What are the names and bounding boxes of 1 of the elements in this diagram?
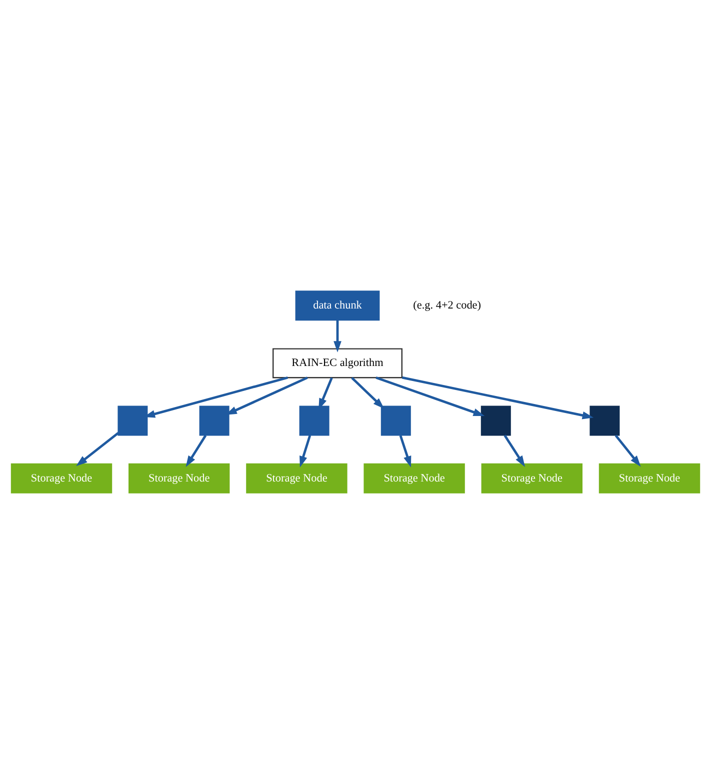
label: (e.g. 4+2 code)	[413, 300, 482, 312]
